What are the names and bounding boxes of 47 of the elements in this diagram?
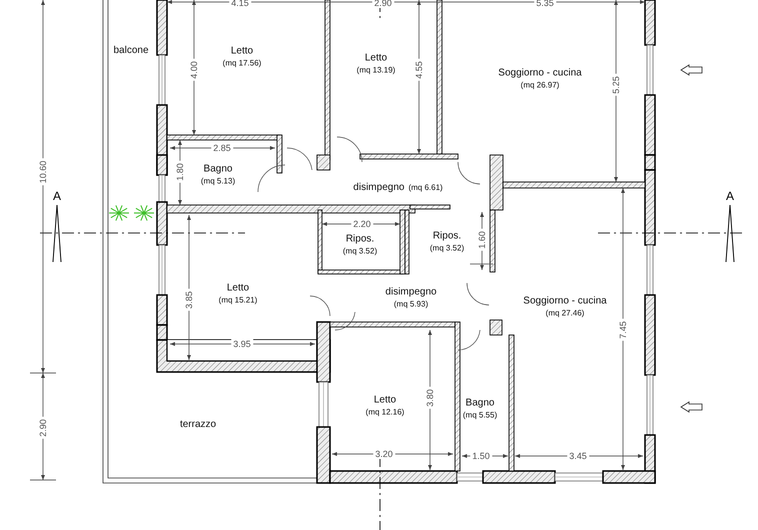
dimension-label: 2.90: [38, 417, 48, 439]
room-name: terrazzo: [180, 419, 216, 431]
room-area: (mq 6.61): [408, 182, 443, 193]
room-name: Ripos.: [344, 234, 376, 246]
room-name: disimpegno: [385, 286, 437, 298]
dimension-label: 3.45: [567, 451, 589, 461]
dimension-label: 3.20: [373, 449, 395, 459]
dimension-label: 2.20: [351, 219, 373, 229]
dimension-label: 4.55: [414, 59, 424, 81]
room-area: (mq 5.93): [385, 298, 437, 310]
room-area: (mq 27.46): [523, 308, 607, 318]
dimension-label: 1.60: [477, 229, 487, 251]
room-area: (mq 17.56): [222, 58, 262, 68]
dimension-label: 4.15: [229, 0, 251, 8]
room-area: (mq 15.21): [218, 294, 258, 306]
dimension-label: 10.60: [38, 158, 48, 186]
room-name: Bagno: [202, 164, 234, 176]
dimension-label: 2.90: [372, 0, 394, 8]
dimension-label: 4.00: [189, 59, 199, 81]
dimension-label: 5.35: [534, 0, 556, 8]
room-name: Letto: [226, 282, 250, 294]
room-name: Bagno: [464, 398, 496, 410]
room-area: (mq 3.52): [342, 246, 378, 256]
room-area: (mq 12.16): [366, 406, 404, 418]
dimension-label: 3.85: [184, 289, 194, 311]
room-name: balcone: [113, 45, 149, 57]
room-name: Letto: [364, 52, 388, 64]
room-name: Letto: [230, 46, 254, 58]
room-name: disimpegno: [353, 182, 404, 194]
room-area: (mq 13.19): [356, 64, 396, 76]
dimension-label: 7.45: [618, 319, 628, 341]
section-label: A: [725, 191, 735, 201]
room-area: (mq 5.13): [200, 176, 236, 186]
room-name: Soggiorno - cucina: [523, 296, 607, 308]
room-name: Ripos.: [432, 230, 462, 242]
section-label: A: [52, 191, 62, 201]
dimension-label: 1.50: [470, 451, 492, 461]
room-area: (mq 3.52): [430, 242, 464, 254]
room-name: Letto: [372, 394, 398, 406]
room-area: (mq 5.55): [462, 410, 498, 420]
dimension-label: 5.25: [611, 74, 621, 96]
dimension-label: 2.85: [211, 143, 233, 153]
dimension-label: 1.80: [175, 161, 185, 183]
dimension-label: 3.95: [231, 339, 253, 349]
dimension-label: 3.80: [425, 387, 435, 409]
room-name: Soggiorno - cucina: [498, 68, 582, 80]
room-area: (mq 26.97): [498, 80, 582, 90]
